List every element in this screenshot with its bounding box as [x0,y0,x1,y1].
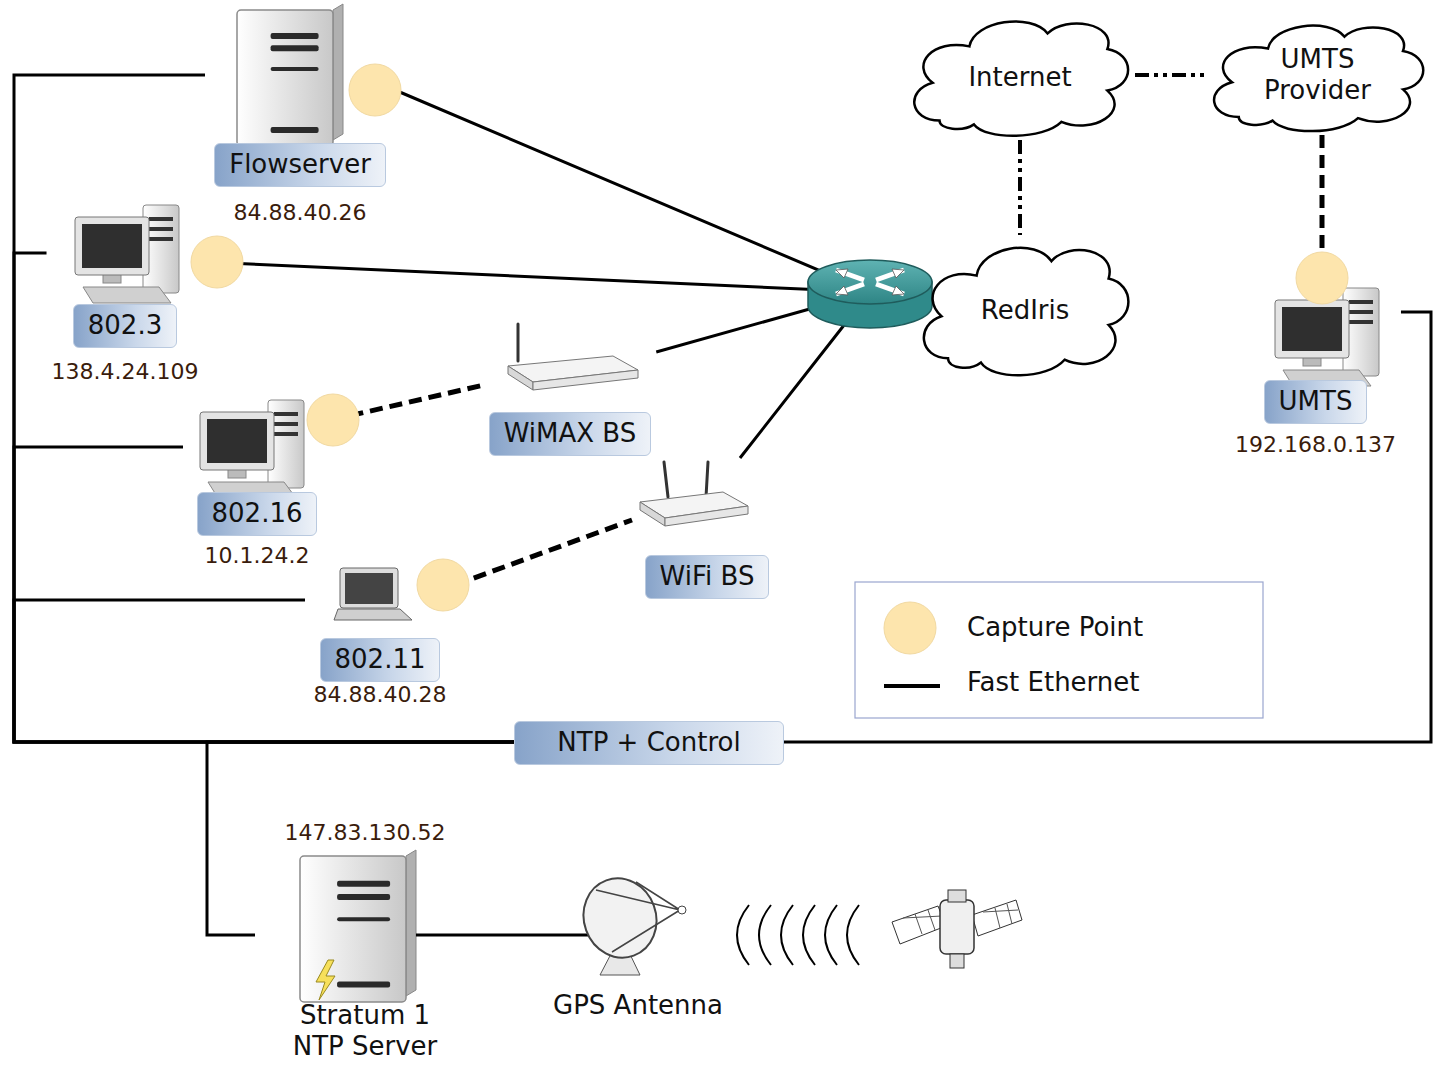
text-row: 147.83.130.52 [255,820,475,846]
text-row: 802.3 [47,304,204,348]
ip-address: 10.1.24.2 [205,543,310,569]
text-row: RedIris [915,295,1135,326]
ip-address: 84.88.40.28 [314,682,447,708]
ethernet-link [14,600,514,742]
network-node: WiMAX BS [484,318,657,465]
device-label: WiFi BS [645,555,770,599]
node-name: Stratum 1 NTP Server [278,1000,453,1062]
legend-text: Capture Point [967,612,1143,643]
node-name: Internet [968,62,1071,93]
ip-address: 192.168.0.137 [1235,432,1396,458]
legend-swatch [884,602,936,654]
network-node: WiFi BS [632,458,782,600]
text-row: 802.16 [183,492,331,536]
network-cloud: Internet [905,10,1135,140]
device-label: Flowserver [214,143,386,187]
device-label: 802.11 [320,638,441,682]
base-station-icon [640,462,748,526]
capture-point [1296,252,1348,304]
text-row: 84.88.40.26 [205,200,395,226]
text-row: 802.11 [305,638,455,682]
ethernet-link [14,447,514,742]
capture-point [191,236,243,288]
text-row: UMTS [1230,380,1401,424]
ip-address: 138.4.24.109 [52,359,199,385]
gps-dish-icon [572,868,686,975]
capture-point [307,394,359,446]
network-node: NTP + Control [514,721,783,765]
network-node: UMTS 192.168.0.137 [1230,285,1401,460]
computer-icon [75,205,179,303]
text-row: WiMAX BS [484,412,657,456]
network-node: 802.16 10.1.24.2 [183,398,331,570]
legend-box [855,582,1263,718]
laptop-icon [334,568,412,620]
node-name: RedIris [981,295,1070,326]
capture-point [349,64,401,116]
network-cloud: RedIris [915,235,1135,380]
computer-icon [200,400,304,498]
device-label: WiMAX BS [489,412,652,456]
ethernet-link [14,75,514,742]
text-row: Flowserver [205,143,395,187]
ethernet-link [784,312,1431,742]
text-row: 192.168.0.137 [1230,432,1401,458]
ip-address: 84.88.40.26 [234,200,367,226]
server-icon [300,850,416,1002]
node-name: UMTS Provider [1248,44,1388,106]
ethernet-link [395,90,915,300]
wireless-link [1018,140,1022,235]
radio-waves [737,905,859,965]
text-row: Stratum 1 NTP Server [255,1000,475,1062]
wireless-link [455,520,632,585]
device-label: 802.3 [73,304,177,348]
caption-label: GPS Antenna [553,990,723,1021]
device-label: NTP + Control [514,721,783,765]
text-row: 10.1.24.2 [183,543,331,569]
network-node: 147.83.130.52Stratum 1 NTP Server [255,815,475,1077]
legend-text: Fast Ethernet [967,667,1140,698]
network-node: 802.3 138.4.24.109 [47,205,204,385]
text-row: 84.88.40.28 [305,682,455,708]
text-row: Internet [905,62,1135,93]
text-row: NTP + Control [514,721,783,765]
text-row: UMTS Provider [1205,44,1430,106]
device-label: 802.16 [197,492,318,536]
antenna-cable [416,935,588,936]
capture-point [417,559,469,611]
cloud-outline [1205,15,1430,135]
wireless-link [1135,73,1205,77]
router-icon [808,260,932,328]
network-node: 802.1184.88.40.28 [305,565,455,707]
ip-address: 147.83.130.52 [285,820,446,846]
satellite-icon [892,890,1022,968]
server-icon [237,4,343,146]
text-row: WiFi BS [632,555,782,599]
base-station-icon [508,324,638,390]
legend-line-sample [884,684,940,688]
text-row: 138.4.24.109 [47,359,204,385]
device-label: UMTS [1264,380,1368,424]
network-cloud: UMTS Provider [1205,15,1430,135]
network-node: Flowserver 84.88.40.26 [205,8,395,223]
ethernet-link [14,253,514,742]
